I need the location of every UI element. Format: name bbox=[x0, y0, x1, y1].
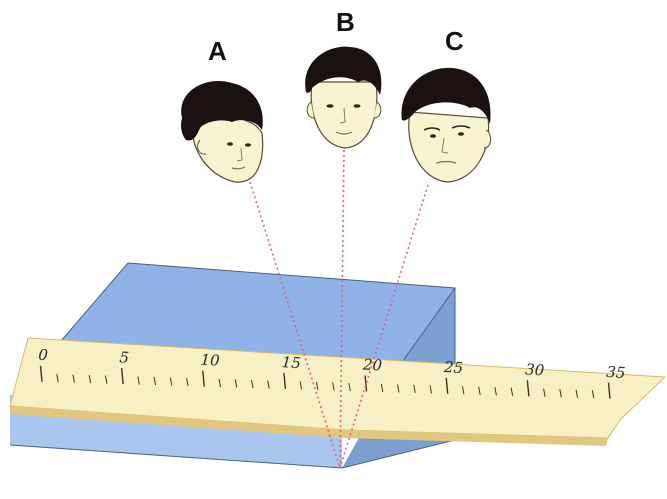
ruler-minor-tick bbox=[461, 386, 465, 395]
ruler-minor-tick bbox=[575, 389, 579, 398]
ruler-minor-tick bbox=[510, 387, 514, 396]
ruler-minor-tick bbox=[186, 377, 189, 387]
ruler-major-tick bbox=[526, 380, 530, 397]
ruler-minor-tick bbox=[218, 378, 222, 388]
ruler-label: 15 bbox=[281, 353, 301, 372]
viewer-c: C bbox=[401, 26, 492, 183]
ruler-ticks bbox=[39, 365, 611, 399]
ruler-minor-tick bbox=[56, 374, 59, 383]
ruler-label: 0 bbox=[38, 346, 49, 365]
viewer-b-label: B bbox=[336, 7, 355, 37]
sight-line-b bbox=[339, 149, 345, 469]
ruler-minor-tick bbox=[72, 374, 75, 383]
ruler-minor-tick bbox=[413, 384, 416, 393]
ruler-minor-tick bbox=[559, 389, 562, 398]
ruler-minor-tick bbox=[153, 376, 157, 386]
ruler-minor-tick bbox=[137, 376, 140, 385]
ruler-minor-tick bbox=[348, 382, 351, 392]
ruler-minor-tick bbox=[315, 381, 319, 391]
ruler-major-tick bbox=[364, 375, 368, 392]
ruler-major-tick bbox=[283, 372, 287, 390]
face-b-icon bbox=[305, 46, 382, 149]
ruler-minor-tick bbox=[591, 390, 595, 399]
ruler-major-tick bbox=[445, 377, 449, 394]
ruler-label: 25 bbox=[442, 358, 463, 377]
ruler-edge bbox=[10, 406, 608, 446]
viewer-b: B bbox=[305, 7, 382, 149]
ruler-major-tick bbox=[202, 370, 205, 387]
sight-lines bbox=[249, 149, 429, 469]
ruler-label: 35 bbox=[606, 363, 626, 382]
ruler-minor-tick bbox=[104, 375, 108, 384]
ruler-minor-tick bbox=[429, 385, 432, 394]
ruler-label: 10 bbox=[200, 351, 221, 370]
ruler-minor-tick bbox=[397, 384, 400, 393]
viewer-a: A bbox=[181, 36, 264, 183]
block-top-face bbox=[55, 263, 455, 365]
ruler-major-tick bbox=[607, 382, 611, 399]
ruler: 0 5 10 15 20 25 30 35 bbox=[9, 337, 667, 446]
ruler-minor-tick bbox=[169, 377, 173, 386]
face-c-icon bbox=[401, 67, 492, 183]
ruler-minor-tick bbox=[234, 379, 238, 388]
ruler-minor-tick bbox=[88, 375, 92, 384]
face-a-icon bbox=[181, 81, 264, 183]
ruler-labels: 0 5 10 15 20 25 30 35 bbox=[38, 346, 626, 382]
viewer-c-label: C bbox=[445, 26, 464, 56]
ruler-minor-tick bbox=[250, 379, 254, 389]
ruler-label: 5 bbox=[119, 348, 130, 367]
ruler-label: 30 bbox=[525, 360, 546, 379]
ruler-minor-tick bbox=[267, 380, 270, 389]
ruler-minor-tick bbox=[478, 386, 481, 395]
ruler-major-tick bbox=[120, 368, 124, 385]
sight-line-c bbox=[339, 184, 429, 469]
viewer-a-label: A bbox=[208, 36, 227, 66]
ruler-minor-tick bbox=[332, 382, 335, 391]
ruler-minor-tick bbox=[299, 381, 303, 390]
ruler-minor-tick bbox=[494, 387, 497, 396]
ruler-minor-tick bbox=[543, 388, 546, 397]
ruler-label: 20 bbox=[361, 355, 383, 374]
ruler-major-tick bbox=[39, 365, 43, 382]
ruler-minor-tick bbox=[380, 383, 384, 392]
